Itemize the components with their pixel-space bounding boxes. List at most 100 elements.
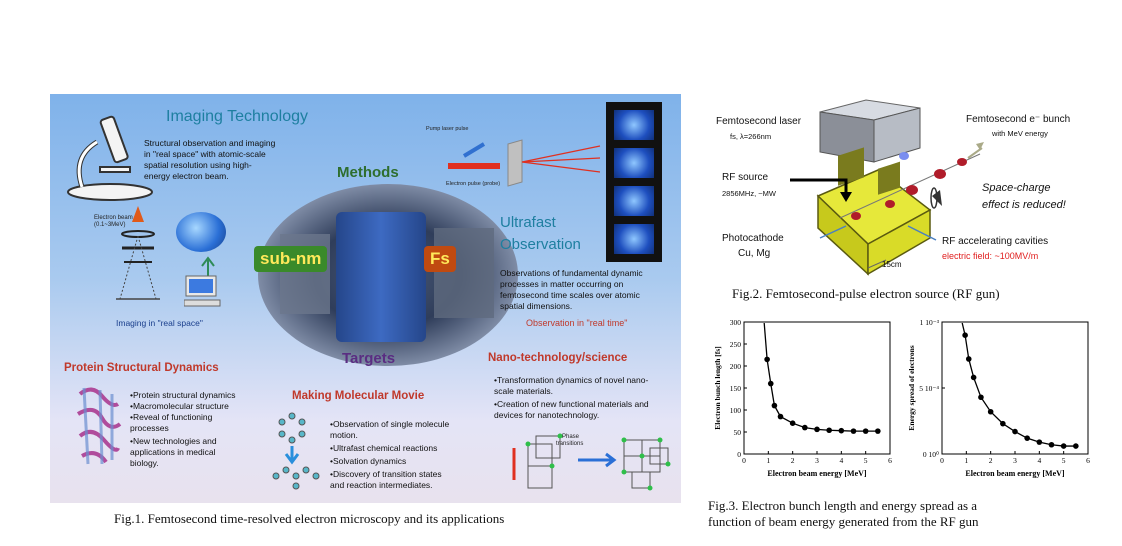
imaging-footer: Imaging in "real space" (116, 318, 203, 328)
plot-1-xtick-label: 6 (1086, 456, 1090, 465)
movie-title: Making Molecular Movie (292, 390, 425, 402)
protein-item-7: biology. (130, 458, 159, 468)
plot-0-xlabel: Electron beam energy [MeV] (767, 469, 866, 478)
protein-structure-icon (76, 387, 122, 465)
plot-1-data-point (978, 394, 984, 401)
ultrafast-body-2: processes in matter occurring on (500, 279, 624, 289)
diffraction-frame-4-icon (614, 224, 654, 254)
plot-1-data-point (1012, 428, 1018, 435)
film-strip (606, 102, 662, 262)
space-charge-label-2: effect is reduced! (982, 199, 1066, 211)
imaging-title: Imaging Technology (166, 108, 309, 125)
movie-item-5: •Discovery of transition states (330, 469, 442, 479)
photocathode-label: Photocathode (722, 233, 784, 244)
plot-1-ytick-label: 1 10⁻³ (920, 318, 940, 327)
plot-0-ytick-label: 100 (730, 406, 742, 415)
plot-0-xtick-label: 1 (766, 456, 770, 465)
plot-1-xtick-label: 3 (1013, 456, 1017, 465)
space-charge-label-1: Space-charge (982, 182, 1051, 194)
plot-0-data-point (875, 428, 881, 434)
rf-source-sub-label: 2856MHz, ~MW (722, 189, 776, 198)
plot-0-xtick-label: 3 (815, 456, 819, 465)
nano-title: Nano-technology/science (488, 352, 628, 364)
protein-item-6: applications in medical (130, 447, 216, 457)
fs-tag: Fs (424, 246, 456, 272)
rf-source-label: RF source (722, 172, 769, 183)
crystal-lattice-icon (512, 433, 671, 491)
phase-label-2: transitions (556, 441, 584, 447)
plot-1-xtick-label: 5 (1062, 456, 1066, 465)
plot-1-xtick-label: 0 (940, 456, 944, 465)
pump-label: Pump laser pulse (426, 126, 469, 132)
plot-1-data-point (1036, 439, 1043, 445)
bunch-sub-label: with MeV energy (992, 129, 1048, 138)
plot-0-data-point (838, 427, 845, 434)
phase-label-1: Phase (562, 434, 580, 440)
protein-item-3: •Reveal of functioning (130, 412, 213, 422)
ultrafast-title-2: Observation (500, 236, 581, 253)
imaging-body-1: Structural observation and imaging (144, 138, 276, 148)
plot-0-xtick-label: 0 (742, 456, 746, 465)
lab-photo (258, 184, 518, 366)
plot-1-ytick-label: 5 10⁻⁴ (919, 384, 939, 393)
electron-optics-icon (116, 206, 160, 300)
plot-0-data-point (777, 413, 784, 420)
plot-0-xtick-label: 5 (864, 456, 868, 465)
plot-1-xlabel: Electron beam energy [MeV] (965, 469, 1064, 478)
plot-1-data-point (1048, 441, 1055, 448)
field-label: electric field: ~100MV/m (942, 251, 1039, 261)
plot-1-xtick-label: 1 (964, 456, 968, 465)
plot-0-ytick-label: 150 (730, 384, 742, 393)
fig1-panel: Imaging Technology Structural observatio… (50, 94, 681, 503)
plot-1-data-point (1024, 435, 1030, 441)
microscope-icon (67, 115, 153, 201)
nano-item-4: devices for nanotechnology. (494, 410, 600, 420)
movie-item-4: •Solvation dynamics (330, 456, 407, 466)
imaging-body-4: energy electron beam. (144, 171, 229, 181)
arrow-up-icon (201, 256, 215, 278)
plot-1-xtick-label: 2 (989, 456, 993, 465)
plot-0-xtick-label: 4 (839, 456, 843, 465)
protein-item-1: •Protein structural dynamics (130, 390, 236, 400)
diffraction-frame-2-icon (614, 148, 654, 178)
fig2-panel: Femtosecond laser fs, λ=266nm Femtosecon… (708, 98, 1104, 286)
protein-item-5: •New technologies and (130, 436, 217, 446)
laser-label: Femtosecond laser (716, 116, 802, 127)
movie-item-3: •Ultrafast chemical reactions (330, 443, 438, 453)
plot-1-ytick-label: 0 10⁰ (923, 450, 939, 459)
fig3-caption-1: Fig.3. Electron bunch length and energy … (708, 498, 978, 513)
plot-1-data-point (1060, 443, 1067, 449)
plot-0-ytick-label: 50 (734, 428, 742, 437)
plot-0-ylabel: Electron bunch length [fs] (713, 346, 722, 429)
imaging-body-2: in "real space" with atomic-scale (144, 149, 266, 159)
ultrafast-body-4: spatial dimensions. (500, 301, 573, 311)
plot-0-data-point (814, 426, 820, 433)
laser-sub-label: fs, λ=266nm (730, 132, 772, 141)
plot-0-ytick-label: 250 (730, 340, 742, 349)
diffraction-frame-1-icon (614, 110, 654, 140)
fig3-caption-2: function of beam energy generated from t… (708, 514, 979, 529)
methods-label: Methods (337, 164, 399, 181)
plot-1-data-point (962, 332, 968, 338)
plot-0-xtick-label: 2 (791, 456, 795, 465)
nano-item-3: •Creation of new functional materials an… (494, 399, 649, 409)
pump-probe-diagram-icon (448, 139, 601, 187)
plot-1-series-line (961, 322, 1076, 447)
molecule-transition-icon (272, 412, 320, 490)
plot-1-data-point (970, 374, 977, 381)
plot-0-data-point (802, 424, 808, 431)
bunch-label: Femtosecond e⁻ bunch (966, 114, 1071, 125)
beam-label-1: Electron beam (94, 215, 133, 221)
plot-1-ylabel: Energy spread of electrons (907, 345, 916, 430)
plot-1-data-point (965, 356, 972, 362)
plot-1-data-point (1000, 420, 1006, 427)
movie-item-2: motion. (330, 430, 358, 440)
plot-0-data-point (767, 380, 774, 387)
imaging-body-3: spatial resolution using high- (144, 160, 252, 170)
computer-icon (184, 275, 221, 307)
plot-0-data-point (789, 420, 796, 426)
movie-item-1: •Observation of single molecule (330, 419, 450, 429)
plot-0-data-point (850, 428, 857, 434)
protein-title: Protein Structural Dynamics (64, 362, 219, 374)
